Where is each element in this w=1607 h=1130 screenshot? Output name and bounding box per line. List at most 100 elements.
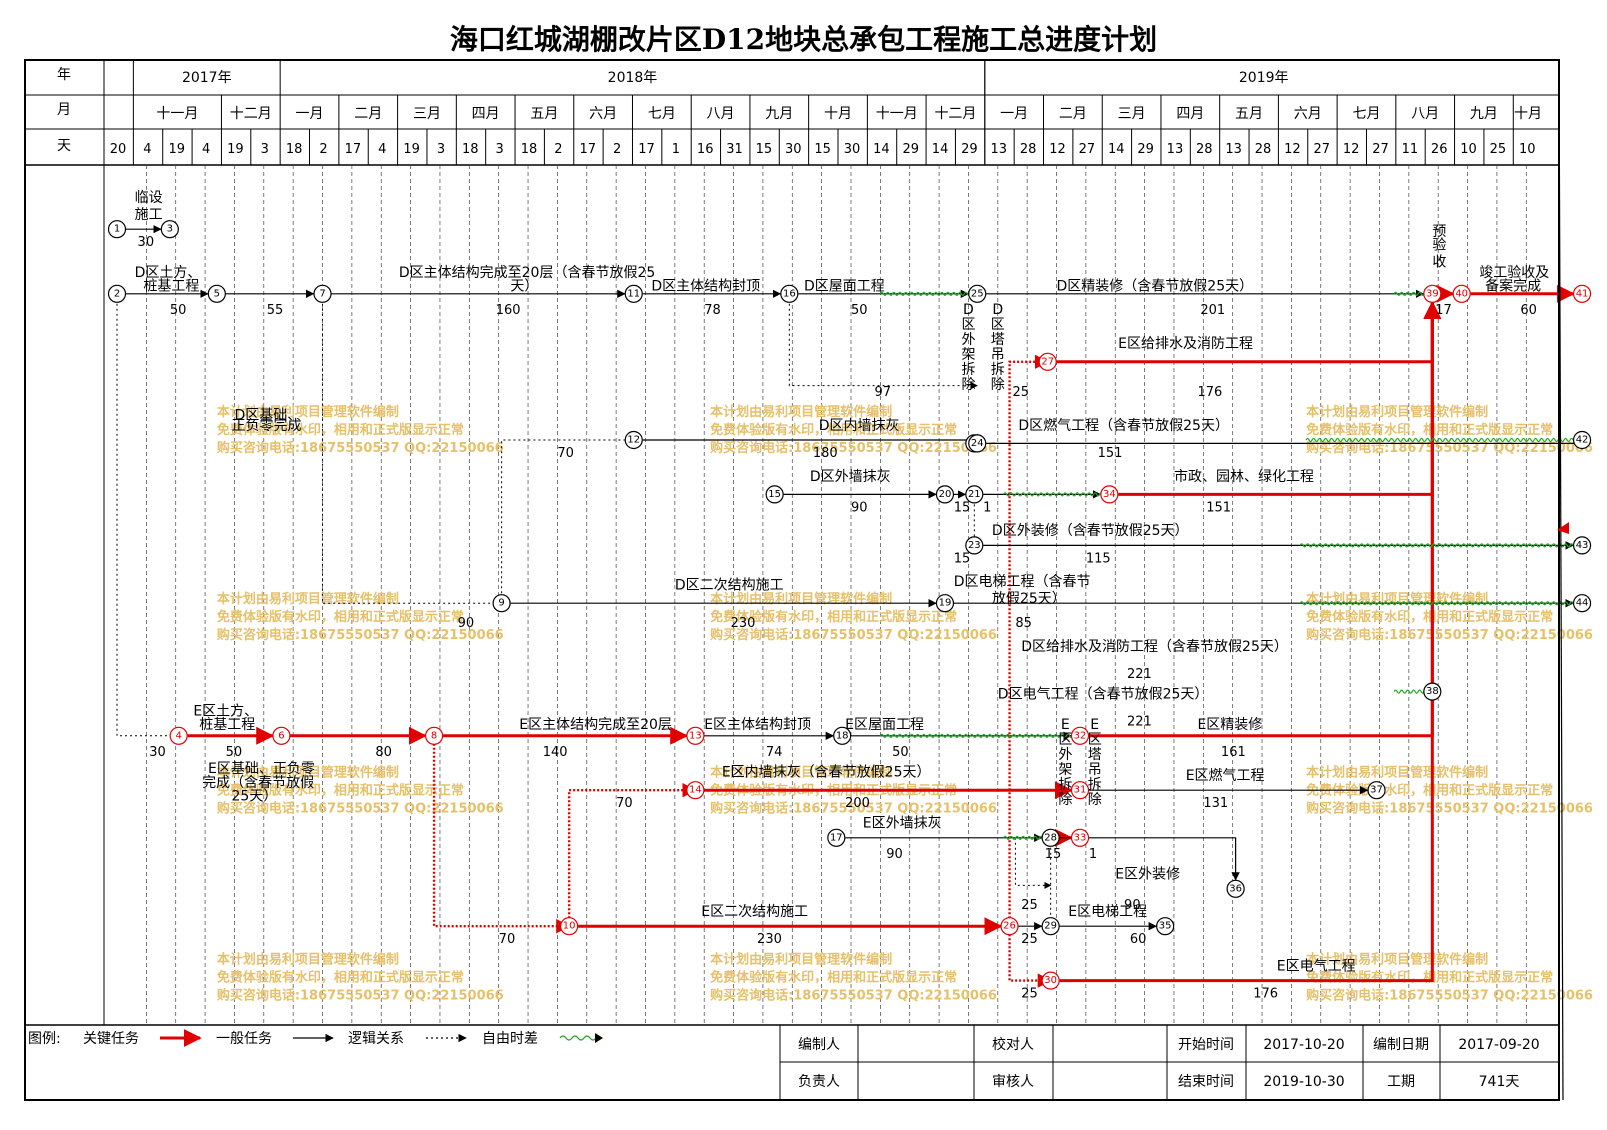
event-node-14: 14 [686,781,705,800]
event-number: 4 [175,730,181,741]
event-number: 16 [783,288,796,299]
activity-label: D区主体结构完成至20层（含春节放假25 [399,265,655,281]
event-circle [272,726,291,745]
logic-link [432,735,571,934]
day-label: 4 [143,142,151,157]
event-node-15: 15 [765,485,784,504]
duration-label: 70 [499,932,516,947]
year-label: 2018年 [608,70,658,86]
activity-label: 市政、园林、绿化工程 [1174,468,1314,485]
watermark-text: 购买咨询电话:18675550537 QQ:22150066 [1306,988,1593,1004]
free-float-wave [879,733,1073,738]
event-circle [686,781,705,800]
activity-label: 25天） [232,788,278,804]
event-number: 6 [278,730,284,741]
logic-link [1014,837,1052,889]
activity-label: E区精装修 [1197,717,1262,733]
activity-labels: 临设施工30D区土方、桩基工程50D区主体结构完成至20层（含春节放假25天）5… [135,190,1550,1002]
event-circle [968,284,987,303]
event-node-17: 17 [827,828,846,847]
activity-label: E区基础、正负零 [208,760,315,777]
activity-label: E区主体结构完成至20层 [519,717,672,733]
event-number: 40 [1455,288,1468,299]
month-label: 三月 [413,106,441,122]
event-number: 32 [1074,730,1087,741]
watermark-text: 购买咨询电话:18675550537 QQ:22150066 [1306,627,1593,643]
month-label: 四月 [472,106,500,122]
event-circle [1070,781,1090,800]
duration-label: 78 [704,303,721,318]
duration-label: 30 [138,235,155,250]
event-number: 31 [1074,785,1087,796]
event-circle [207,284,226,303]
day-label: 3 [496,142,504,157]
event-number: 14 [689,785,702,796]
event-circle [560,917,579,936]
event-node-11: 11 [624,284,643,303]
event-number: 21 [968,489,981,500]
event-node-24: 24 [968,434,987,453]
watermark-text: 免费体验版有水印，相用和正式版显示正常 [710,609,957,625]
month-label: 七月 [648,106,676,122]
day-label: 15 [756,142,773,157]
compiler-label: 编制人 [798,1037,840,1053]
event-node-37: 37 [1367,781,1386,800]
task-arrow [1059,837,1240,881]
activity-label: 桩基工程 [199,716,255,733]
event-node-32: 32 [1070,726,1090,745]
duration-label: 90 [886,847,903,862]
event-number: 7 [319,288,325,299]
month-label: 四月 [1176,106,1204,122]
free-float-wave [1003,835,1047,840]
watermark-text: 免费体验版有水印，相用和正式版显示正常 [217,609,464,625]
day-label: 11 [1402,142,1419,157]
duration-label: 97 [874,385,891,400]
event-circle [1572,284,1592,303]
watermark-text: 本计划由易利项目管理软件编制 [1306,404,1488,420]
month-label: 六月 [589,106,617,122]
day-label: 14 [1108,142,1125,157]
event-number: 10 [563,921,576,932]
watermark-text: 本计划由易利项目管理软件编制 [710,765,892,781]
day-label: 27 [1313,142,1330,157]
legend-critical: 关键任务 [83,1031,139,1047]
legend-and-info: 图例: 关键任务 一般任务 逻辑关系 自由时差 编制人 校对人 开始时间 201… [25,1024,1559,1100]
event-circle [1572,430,1592,450]
event-circle [424,726,444,745]
event-number: 8 [431,730,437,741]
event-circle [107,284,127,303]
event-circle [1156,917,1175,936]
day-label: 3 [437,142,445,157]
event-number: 3 [167,224,173,235]
month-label: 五月 [1235,106,1263,122]
day-label: 20 [110,142,127,157]
duration-label: 80 [375,745,392,760]
month-label: 一月 [296,106,324,122]
logic-link [788,293,978,390]
watermark-text: 免费体验版有水印，相用和正式版显示正常 [1306,609,1553,625]
day-label: 17 [345,142,362,157]
event-circle [1100,485,1119,504]
duration-label: 17 [1435,303,1452,318]
activity-label: 收 [1432,255,1446,271]
duration-label: 151 [1206,500,1231,515]
event-node-7: 7 [313,284,332,303]
event-number: 25 [971,288,984,299]
event-circle [965,485,984,504]
activity-label: 竣工验收及 [1479,265,1549,281]
event-circle [1041,828,1060,847]
event-number: 15 [768,489,781,500]
event-node-26: 26 [1000,917,1019,936]
month-label: 二月 [1059,106,1087,122]
duration-label: 15 [1045,847,1062,862]
day-label: 28 [1255,142,1272,157]
event-node-20: 20 [935,485,955,504]
activity-label: 放假25天） [992,591,1066,607]
event-node-43: 43 [1572,536,1592,555]
activity-label: E区外墙抹灰 [863,816,942,832]
event-node-28: 28 [1041,828,1060,847]
